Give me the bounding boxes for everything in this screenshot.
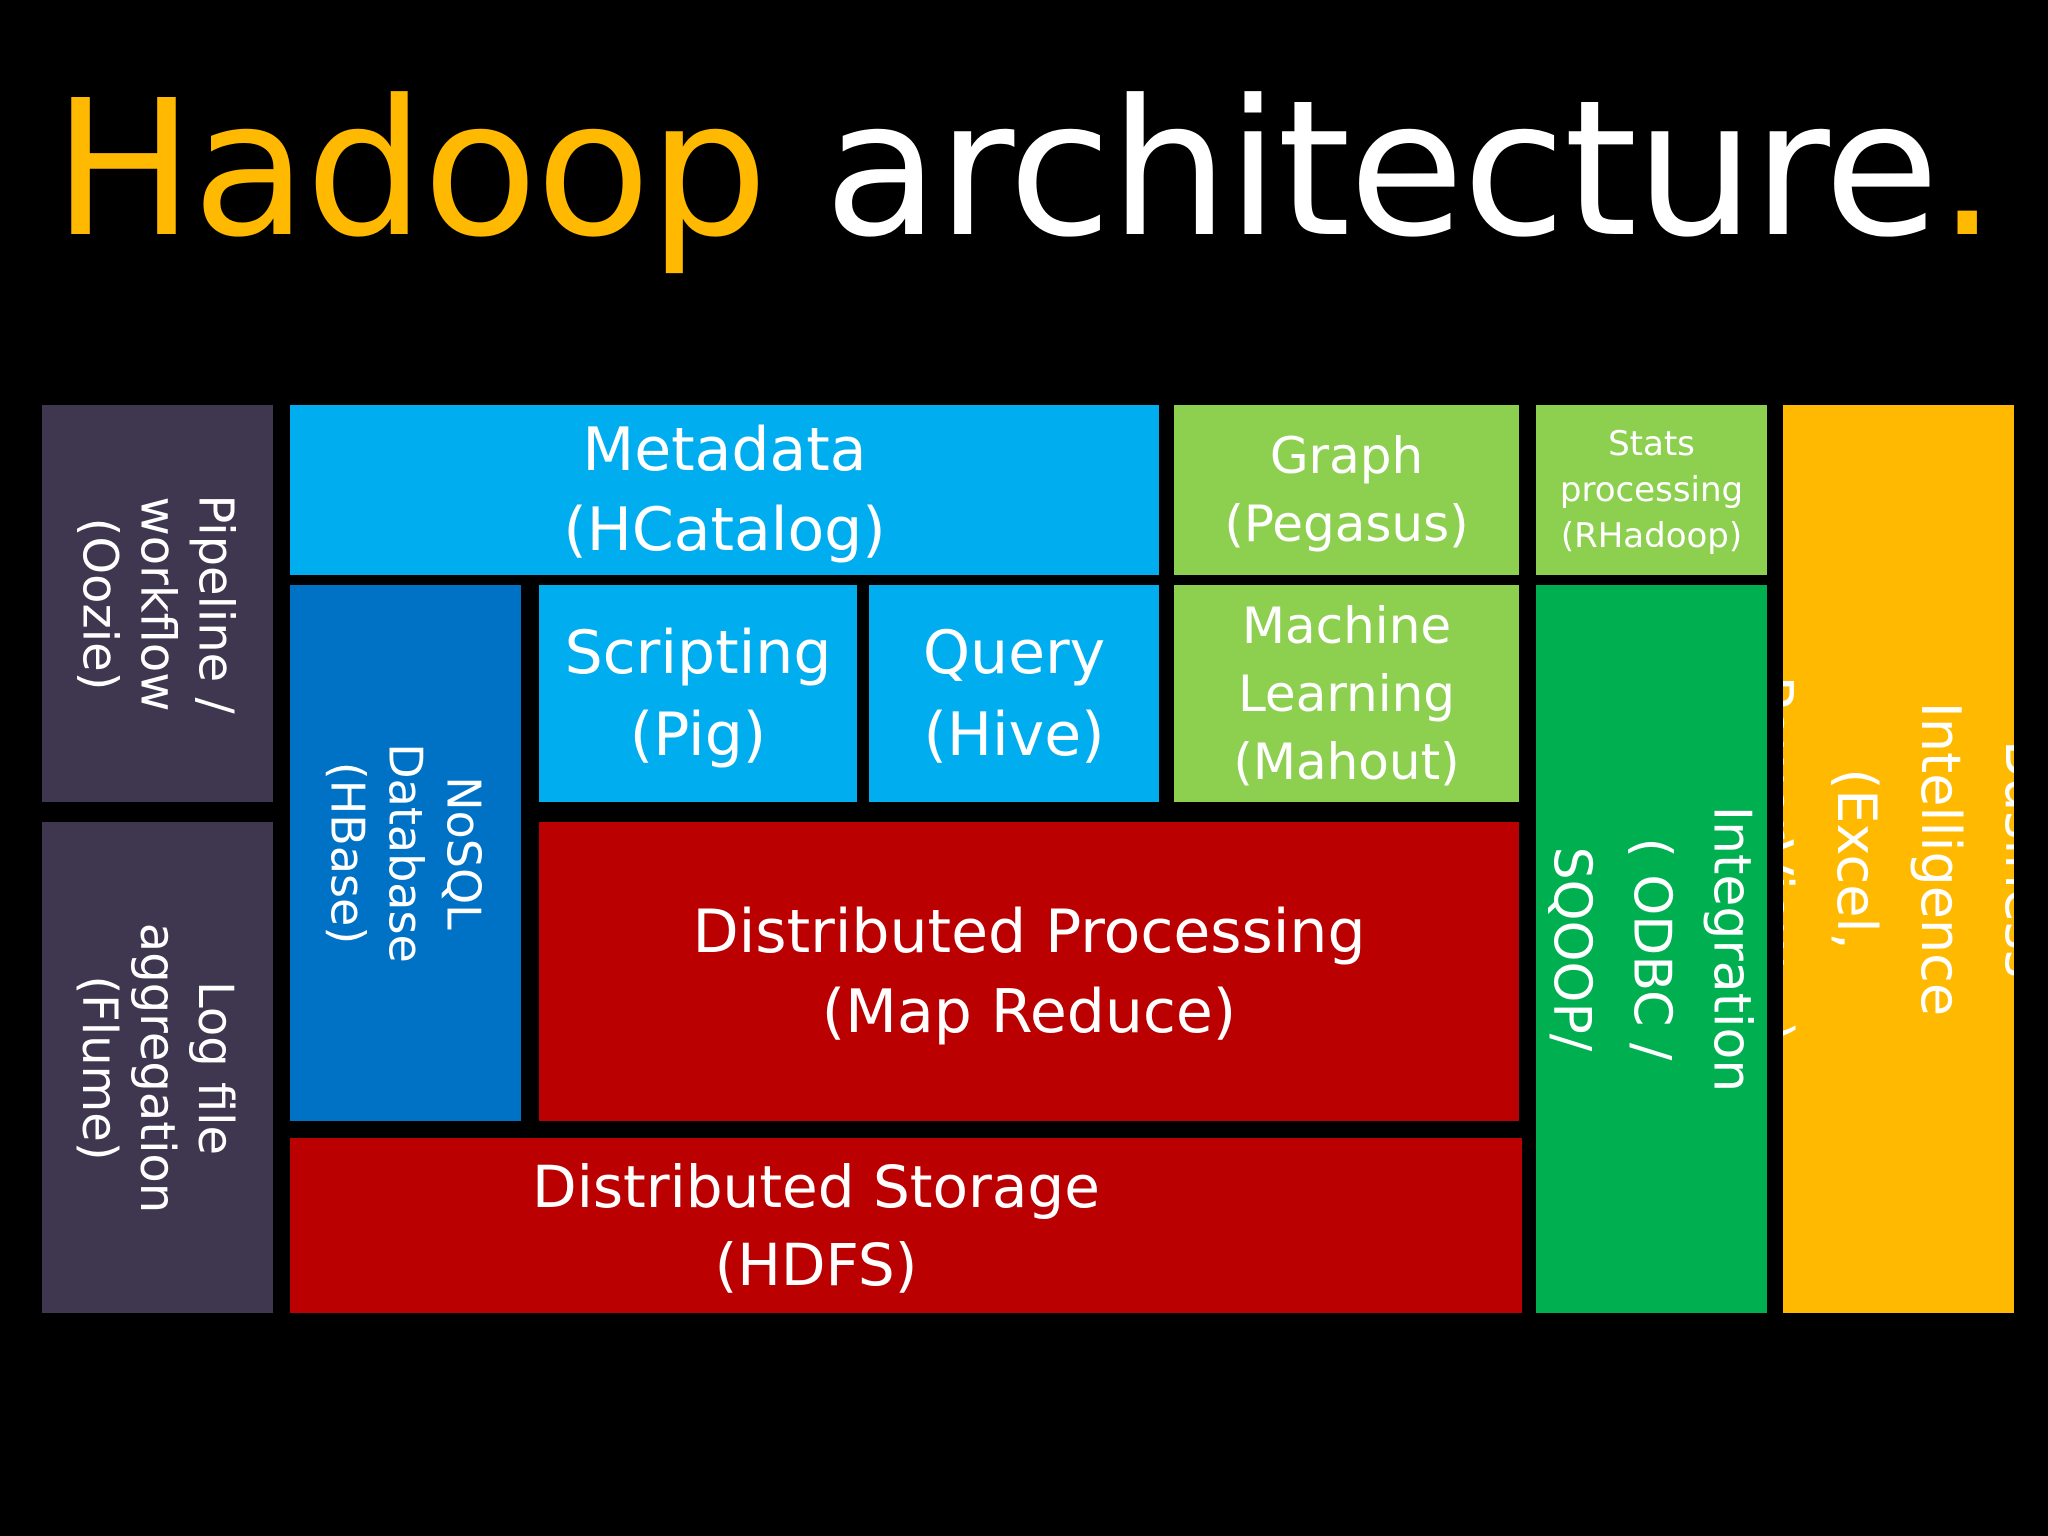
block-ml-mahout: Machine Learning (Mahout): [1174, 585, 1519, 802]
processing-line2: (Map Reduce): [821, 976, 1237, 1047]
bi-label: Business Intelligence (Excel, PowerView……: [1783, 676, 2014, 1042]
block-log-flume: Log file aggregation (Flume): [42, 822, 273, 1313]
integration-label: Data Integration ( ODBC / SQOOP/ REST): [1536, 806, 1767, 1093]
pipeline-label: Pipeline / workflow (Oozie): [71, 494, 245, 713]
page-title: Hadoop architecture.: [0, 60, 2048, 280]
query-line2: (Hive): [923, 699, 1105, 770]
processing-label: Distributed Processing (Map Reduce): [692, 892, 1365, 1052]
query-label: Query (Hive): [923, 612, 1105, 776]
integration-line2: ( ODBC / SQOOP/ REST): [1541, 837, 1682, 1061]
ml-label: Machine Learning (Mahout): [1233, 592, 1459, 796]
query-line1: Query: [922, 617, 1106, 688]
processing-line1: Distributed Processing: [692, 896, 1366, 967]
metadata-line2: (HCatalog): [563, 495, 886, 565]
block-business-intelligence: Business Intelligence (Excel, PowerView……: [1783, 405, 2014, 1313]
block-processing-mapreduce: Distributed Processing (Map Reduce): [539, 822, 1519, 1121]
log-line2: aggregation: [129, 922, 186, 1213]
stats-label: Stats processing (RHadoop): [1560, 421, 1743, 559]
block-query-hive: Query (Hive): [869, 585, 1159, 802]
storage-label: Distributed Storage (HDFS): [532, 1148, 1100, 1304]
title-hadoop: Hadoop: [52, 60, 768, 279]
block-nosql-hbase: NoSQL Database (HBase): [290, 585, 521, 1121]
graph-line1: Graph: [1269, 427, 1424, 485]
bi-line2: (Excel, PowerView…): [1783, 675, 1889, 1043]
metadata-line1: Metadata: [582, 415, 867, 485]
ml-line3: (Mahout): [1233, 732, 1460, 791]
block-scripting-pig: Scripting (Pig): [539, 585, 857, 802]
block-stats-rhadoop: Stats processing (RHadoop): [1536, 405, 1767, 575]
stats-line1: Stats: [1608, 424, 1695, 464]
nosql-line1: NoSQL Database: [378, 743, 491, 963]
storage-line2: (HDFS): [714, 1230, 918, 1299]
block-metadata-hcatalog: Metadata (HCatalog): [290, 405, 1159, 575]
log-line1: Log file: [187, 980, 244, 1155]
graph-line2: (Pegasus): [1224, 495, 1469, 553]
block-storage-hdfs: Distributed Storage (HDFS): [290, 1138, 1522, 1313]
stats-line3: (RHadoop): [1560, 516, 1743, 556]
stats-line2: processing: [1559, 470, 1744, 510]
block-pipeline-oozie: Pipeline / workflow (Oozie): [42, 405, 273, 802]
block-graph-pegasus: Graph (Pegasus): [1174, 405, 1519, 575]
ml-line1: Machine: [1241, 596, 1452, 655]
block-data-integration: Data Integration ( ODBC / SQOOP/ REST): [1536, 585, 1767, 1313]
nosql-line2: (HBase): [320, 761, 375, 945]
scripting-line1: Scripting: [564, 617, 832, 688]
integration-line1: Data Integration: [1701, 805, 1762, 1093]
metadata-label: Metadata (HCatalog): [563, 410, 885, 570]
pipeline-line2: workflow: [129, 495, 186, 711]
pipeline-line3: (Oozie): [71, 517, 128, 690]
title-architecture: architecture: [766, 60, 1940, 279]
log-label: Log file aggregation (Flume): [71, 922, 245, 1212]
pipeline-line1: Pipeline /: [187, 493, 244, 714]
scripting-label: Scripting (Pig): [565, 612, 832, 776]
nosql-label: NoSQL Database (HBase): [319, 738, 493, 969]
log-line3: (Flume): [71, 974, 128, 1161]
graph-label: Graph (Pegasus): [1224, 422, 1468, 558]
bi-line1: Business Intelligence: [1909, 701, 2015, 1017]
scripting-line2: (Pig): [629, 699, 767, 770]
storage-line1: Distributed Storage: [532, 1152, 1100, 1221]
ml-line2: Learning: [1237, 664, 1456, 723]
title-period: .: [1937, 60, 1997, 279]
